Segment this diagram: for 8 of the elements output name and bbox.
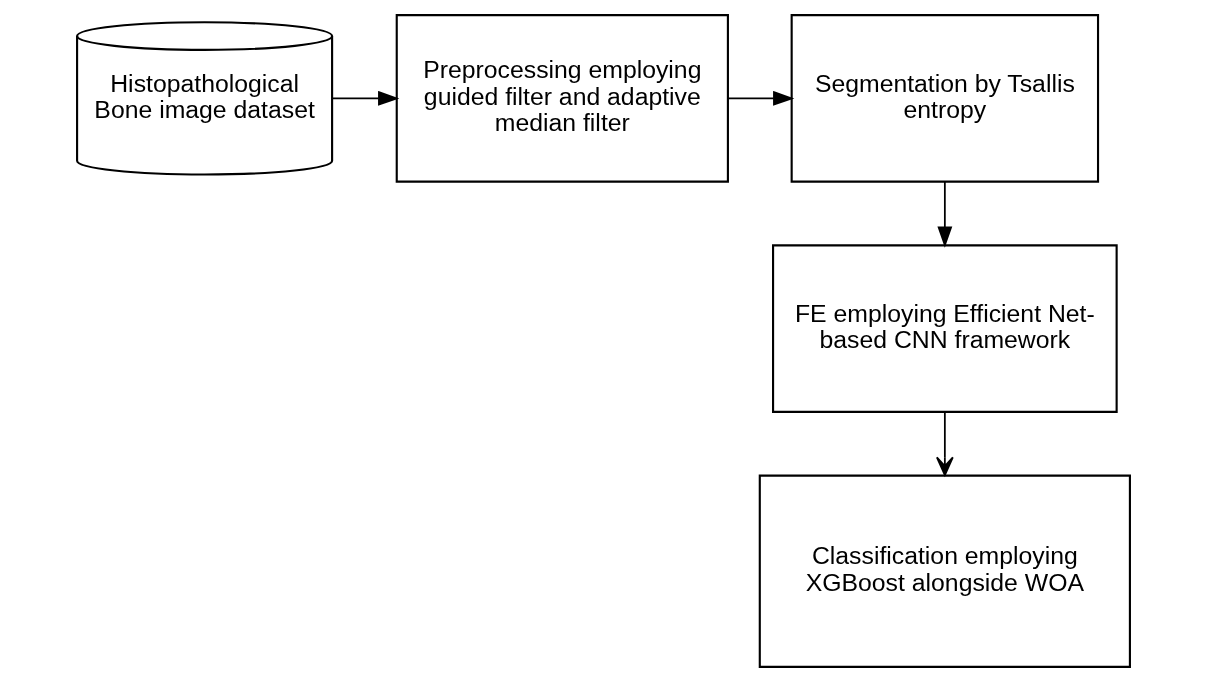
node-box: Segmentation by Tsallis entropy xyxy=(790,14,1099,183)
node-box: FE employing Efficient Net-based CNN framework xyxy=(771,244,1118,413)
node-box: Classification employing XGBoost alongside WOA xyxy=(758,474,1131,668)
arrow xyxy=(726,90,794,106)
node-box: Preprocessing employing guided filter and adaptive median filter xyxy=(395,14,729,183)
arrow xyxy=(936,181,952,248)
arrow xyxy=(331,90,399,106)
arrow xyxy=(935,411,954,476)
